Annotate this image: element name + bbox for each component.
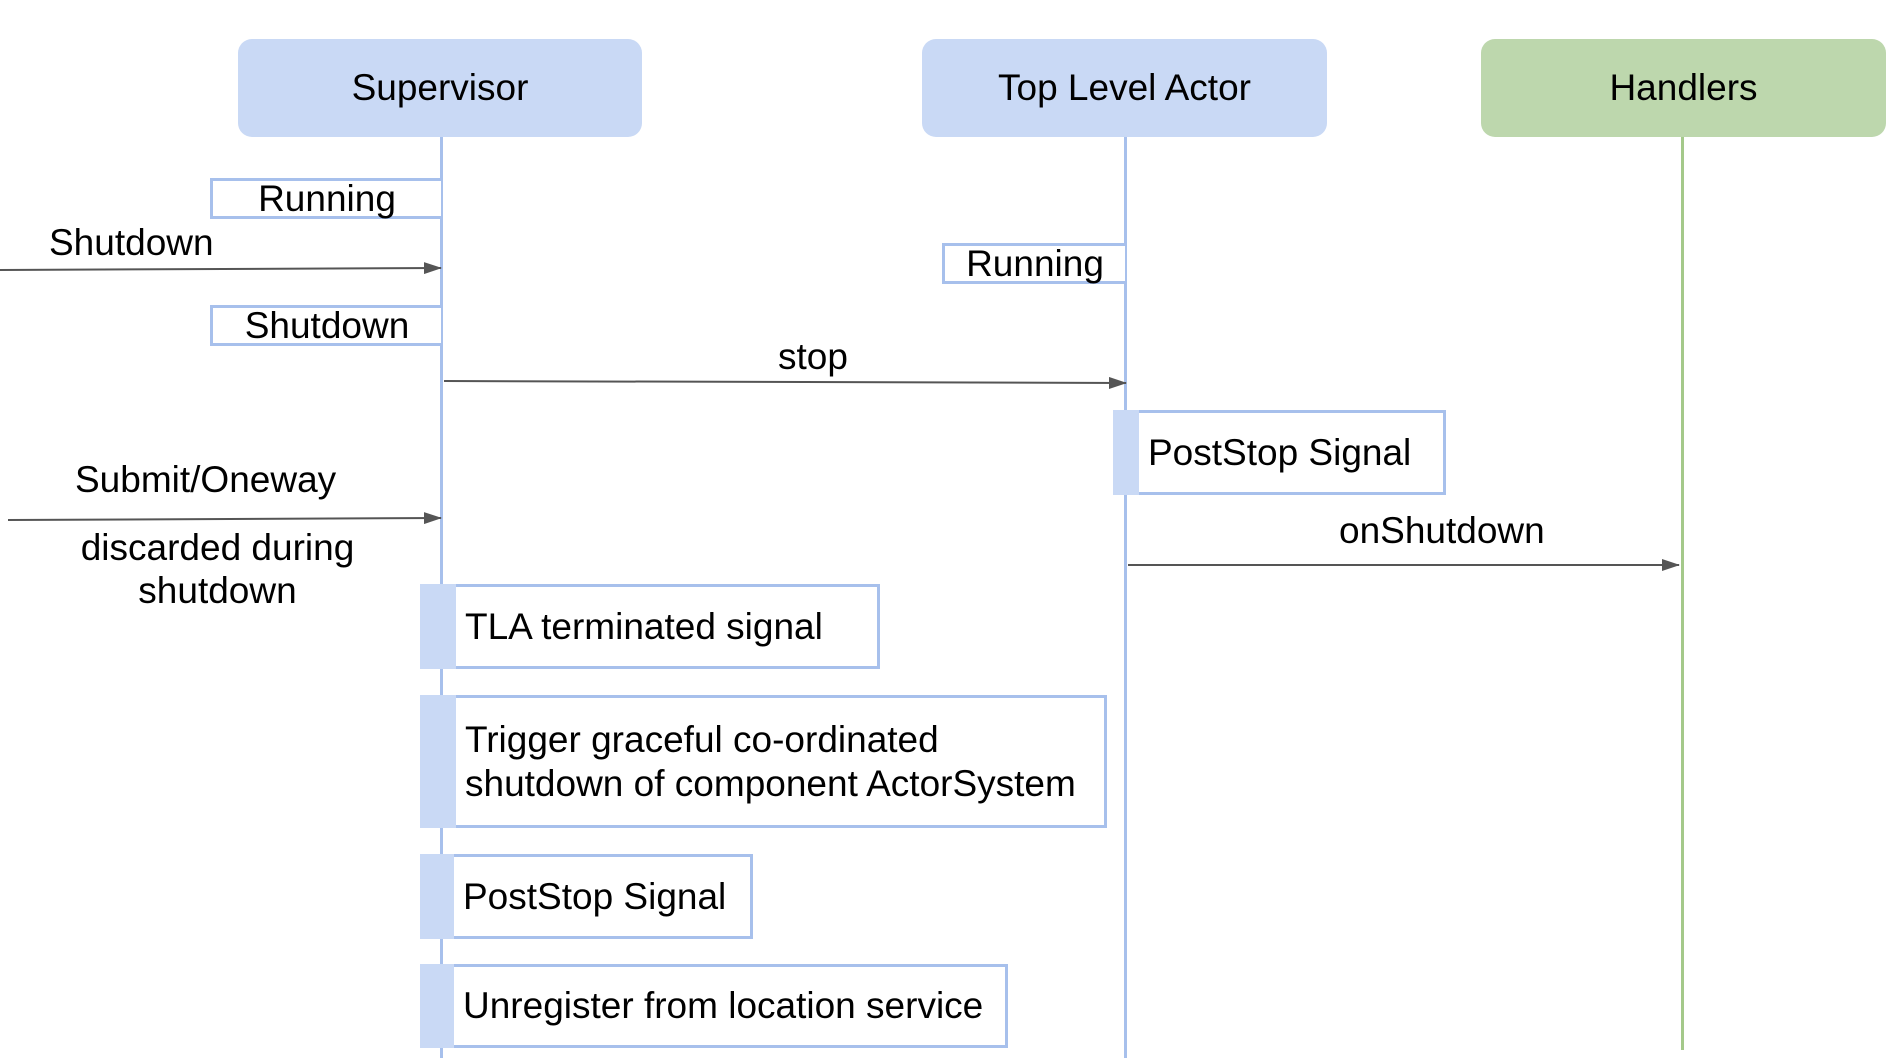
- shutdown-arrow: [0, 262, 442, 275]
- tla-poststop-activation-bar: [1113, 410, 1139, 495]
- tla-terminated-activation-bar: [420, 584, 456, 669]
- supervisor-poststop-activation-bar: [420, 854, 454, 939]
- supervisor-shutdown-label: Shutdown: [244, 305, 410, 346]
- handlers-header: Handlers: [1481, 39, 1886, 137]
- submit-oneway-message-label: Submit/Oneway: [75, 459, 337, 500]
- tla-running-state: Running: [942, 243, 1125, 284]
- handlers-header-label: Handlers: [1609, 67, 1758, 108]
- tla-running-label: Running: [966, 243, 1104, 284]
- discarded-note: discarded during shutdown: [60, 527, 375, 612]
- stop-arrow: [443, 376, 1127, 389]
- top-level-actor-lifeline: [1124, 137, 1127, 1058]
- on-shutdown-message-label: onShutdown: [1339, 510, 1545, 551]
- graceful-shutdown-line2: shutdown of component ActorSystem: [465, 762, 1076, 804]
- supervisor-poststop-label: PostStop Signal: [463, 875, 727, 917]
- discarded-note-line1: discarded during: [80, 527, 355, 568]
- supervisor-running-label: Running: [258, 178, 396, 219]
- supervisor-running-state: Running: [210, 178, 441, 219]
- graceful-shutdown-line1: Trigger graceful co-ordinated: [465, 719, 939, 761]
- top-level-actor-header-label: Top Level Actor: [998, 67, 1251, 108]
- tla-poststop-activation: PostStop Signal: [1113, 410, 1446, 495]
- graceful-shutdown-activation-bar: [420, 695, 456, 828]
- supervisor-shutdown-state: Shutdown: [210, 305, 441, 346]
- discarded-note-line2: shutdown: [138, 569, 297, 611]
- supervisor-header-label: Supervisor: [351, 67, 529, 108]
- unregister-activation-bar: [420, 964, 454, 1048]
- tla-terminated-label: TLA terminated signal: [465, 605, 823, 647]
- stop-message-label: stop: [778, 336, 848, 377]
- tla-terminated-activation: TLA terminated signal: [420, 584, 880, 669]
- unregister-activation: Unregister from location service: [420, 964, 1008, 1048]
- submit-oneway-arrow: [7, 512, 442, 525]
- tla-poststop-label: PostStop Signal: [1148, 431, 1412, 473]
- supervisor-poststop-activation: PostStop Signal: [420, 854, 753, 939]
- shutdown-message-label: Shutdown: [49, 222, 214, 263]
- top-level-actor-header: Top Level Actor: [922, 39, 1327, 137]
- handlers-lifeline: [1681, 137, 1684, 1050]
- supervisor-header: Supervisor: [238, 39, 642, 137]
- unregister-label: Unregister from location service: [463, 985, 984, 1027]
